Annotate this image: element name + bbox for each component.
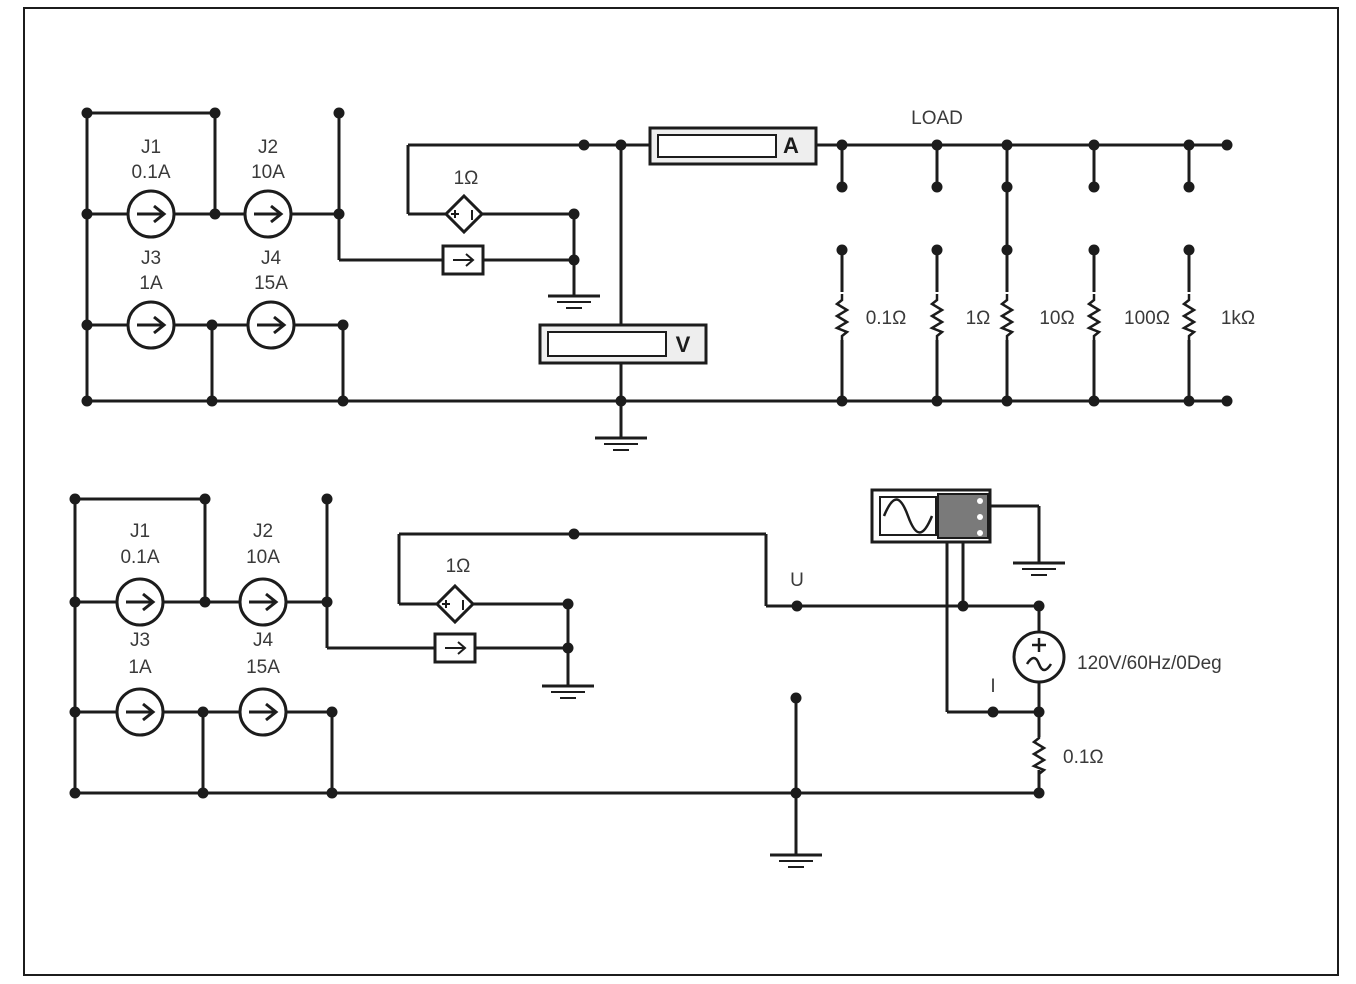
voltmeter: V [538,323,708,365]
top-j3-value: 1A [139,273,163,294]
node-i-label: I [990,676,995,697]
shunt-value: 0.1Ω [1063,747,1104,768]
load-value-4: 100Ω [1124,308,1170,329]
top-current-sense-icon [441,244,485,276]
load-resistor-icon-2 [930,292,944,342]
bottom-j1-value: 0.1A [120,547,159,568]
load-value-5: 1kΩ [1221,308,1255,329]
bottom-j4-value: 15A [246,657,280,678]
top-ground-icon-1 [546,294,602,310]
bottom-ccvs-gain-label: 1Ω [446,556,471,577]
top-j2-current-source-icon [243,189,293,239]
top-ccvs-gain-label: 1Ω [454,168,479,189]
top-j1-name: J1 [141,137,161,158]
bottom-j4-current-source-icon [238,687,288,737]
top-j4-name: J4 [261,248,282,269]
bottom-j4-name: J4 [253,630,274,651]
bottom-j2-value: 10A [246,547,280,568]
top-j1-value: 0.1A [131,162,170,183]
top-junctions [81,107,1233,407]
load-value-3: 10Ω [1039,308,1074,329]
load-label: LOAD [911,108,963,129]
ac-source-label: 120V/60Hz/0Deg [1077,653,1222,674]
bottom-j1-name: J1 [130,521,150,542]
top-j1-current-source-icon [126,189,176,239]
load-value-1: 0.1Ω [866,308,907,329]
oscilloscope-icon [870,488,992,544]
load-resistor-icon-3 [1000,292,1014,342]
ammeter: A [648,126,818,166]
bottom-j2-current-source-icon [238,577,288,627]
load-resistor-icon-4 [1087,292,1101,342]
load-resistor-icon-1 [835,292,849,342]
top-j4-current-source-icon [246,300,296,350]
bottom-dependent-source-icon [435,584,475,624]
top-dependent-source-icon [444,194,484,234]
top-j2-name: J2 [258,137,278,158]
ac-voltage-source-icon [1012,630,1066,684]
bottom-wires [73,497,1041,855]
top-circuit: J1 0.1A J2 10A J3 1A J4 15A 1Ω A V LOAD [81,107,1255,452]
bottom-current-sense-icon [433,632,477,664]
bottom-junctions [69,493,1045,799]
top-j4-value: 15A [254,273,288,294]
load-resistor-icon-5 [1182,292,1196,342]
bottom-j3-value: 1A [128,657,152,678]
ammeter-letter: A [783,133,799,158]
top-ground-icon-2 [593,436,649,452]
bottom-j1-current-source-icon [115,577,165,627]
top-j3-name: J3 [141,248,161,269]
bottom-j3-name: J3 [130,630,150,651]
bottom-ground-icon-2 [768,853,824,869]
bottom-j3-current-source-icon [115,687,165,737]
oscilloscope-ground-icon [1011,561,1067,577]
load-value-2: 1Ω [966,308,991,329]
bottom-j2-name: J2 [253,521,273,542]
top-j2-value: 10A [251,162,285,183]
bottom-ground-icon-1 [540,684,596,700]
node-u-label: U [790,570,804,591]
voltmeter-letter: V [676,332,691,357]
top-j3-current-source-icon [126,300,176,350]
border-frame [23,7,1339,976]
bottom-circuit: J1 0.1A J2 10A J3 1A J4 15A 1Ω U I [69,488,1222,869]
